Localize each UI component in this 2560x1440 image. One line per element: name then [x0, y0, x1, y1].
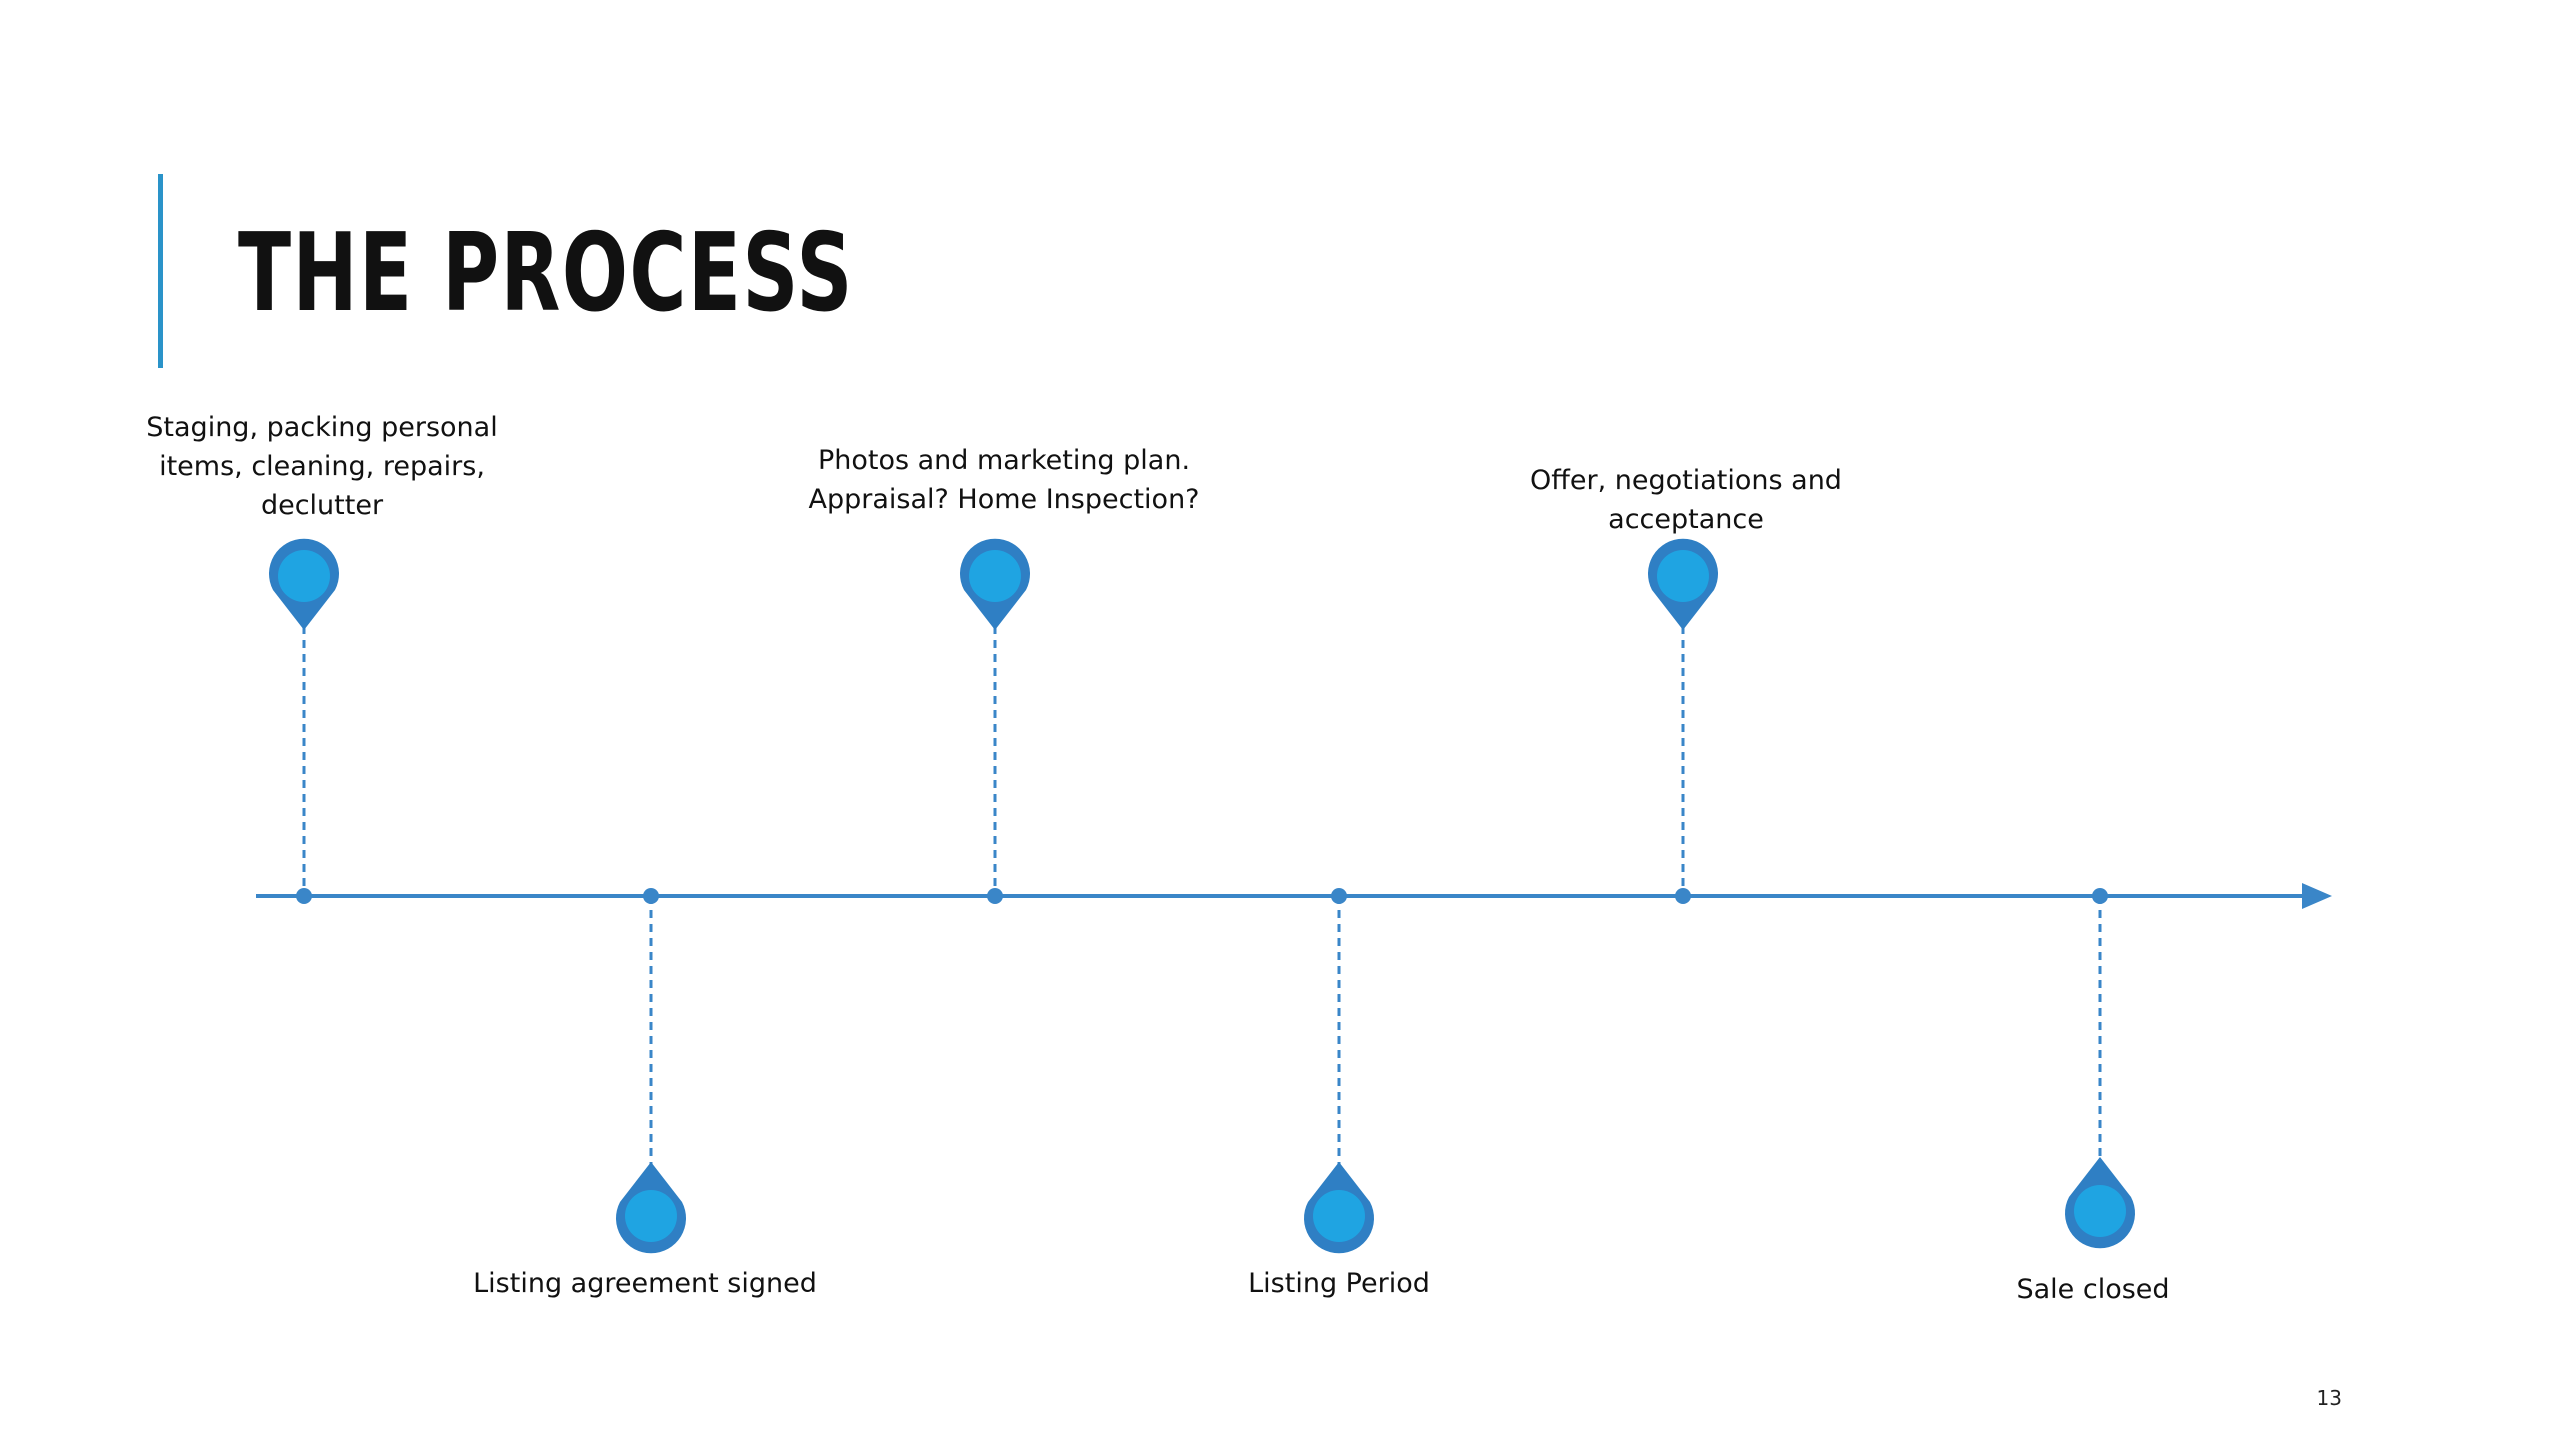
map-pin-icon	[1647, 538, 1718, 630]
step-label: Listing agreement signed	[473, 1268, 817, 1299]
step-dot	[2092, 888, 2108, 904]
timeline-step	[1304, 888, 1374, 1254]
step-label: Listing Period	[1248, 1268, 1430, 1299]
timeline-arrowhead	[2302, 883, 2332, 909]
timeline-step	[960, 538, 1031, 904]
timeline-step	[2065, 888, 2135, 1249]
step-label: Sale closed	[2016, 1274, 2170, 1305]
timeline-step	[1647, 538, 1718, 904]
step-dot	[1675, 888, 1691, 904]
title-accent-bar	[158, 174, 163, 368]
timeline-steps	[269, 538, 2135, 1254]
step-label: Photos and marketing plan. Appraisal? Ho…	[808, 445, 1200, 515]
step-dot	[296, 888, 312, 904]
map-pin-icon	[960, 538, 1031, 630]
slide-title: THE PROCESS	[238, 211, 854, 336]
map-pin-icon	[1304, 1162, 1374, 1254]
step-label: Staging, packing personal items, cleanin…	[146, 412, 498, 521]
timeline-step	[269, 538, 339, 904]
map-pin-icon	[269, 538, 339, 630]
map-pin-icon	[2065, 1157, 2135, 1249]
step-dot	[1331, 888, 1347, 904]
step-dot	[643, 888, 659, 904]
map-pin-icon	[615, 1162, 686, 1254]
step-label: Offer, negotiations and acceptance	[1530, 465, 1842, 535]
page-number: 13	[2316, 1386, 2342, 1410]
timeline-step	[615, 888, 686, 1254]
step-dot	[987, 888, 1003, 904]
